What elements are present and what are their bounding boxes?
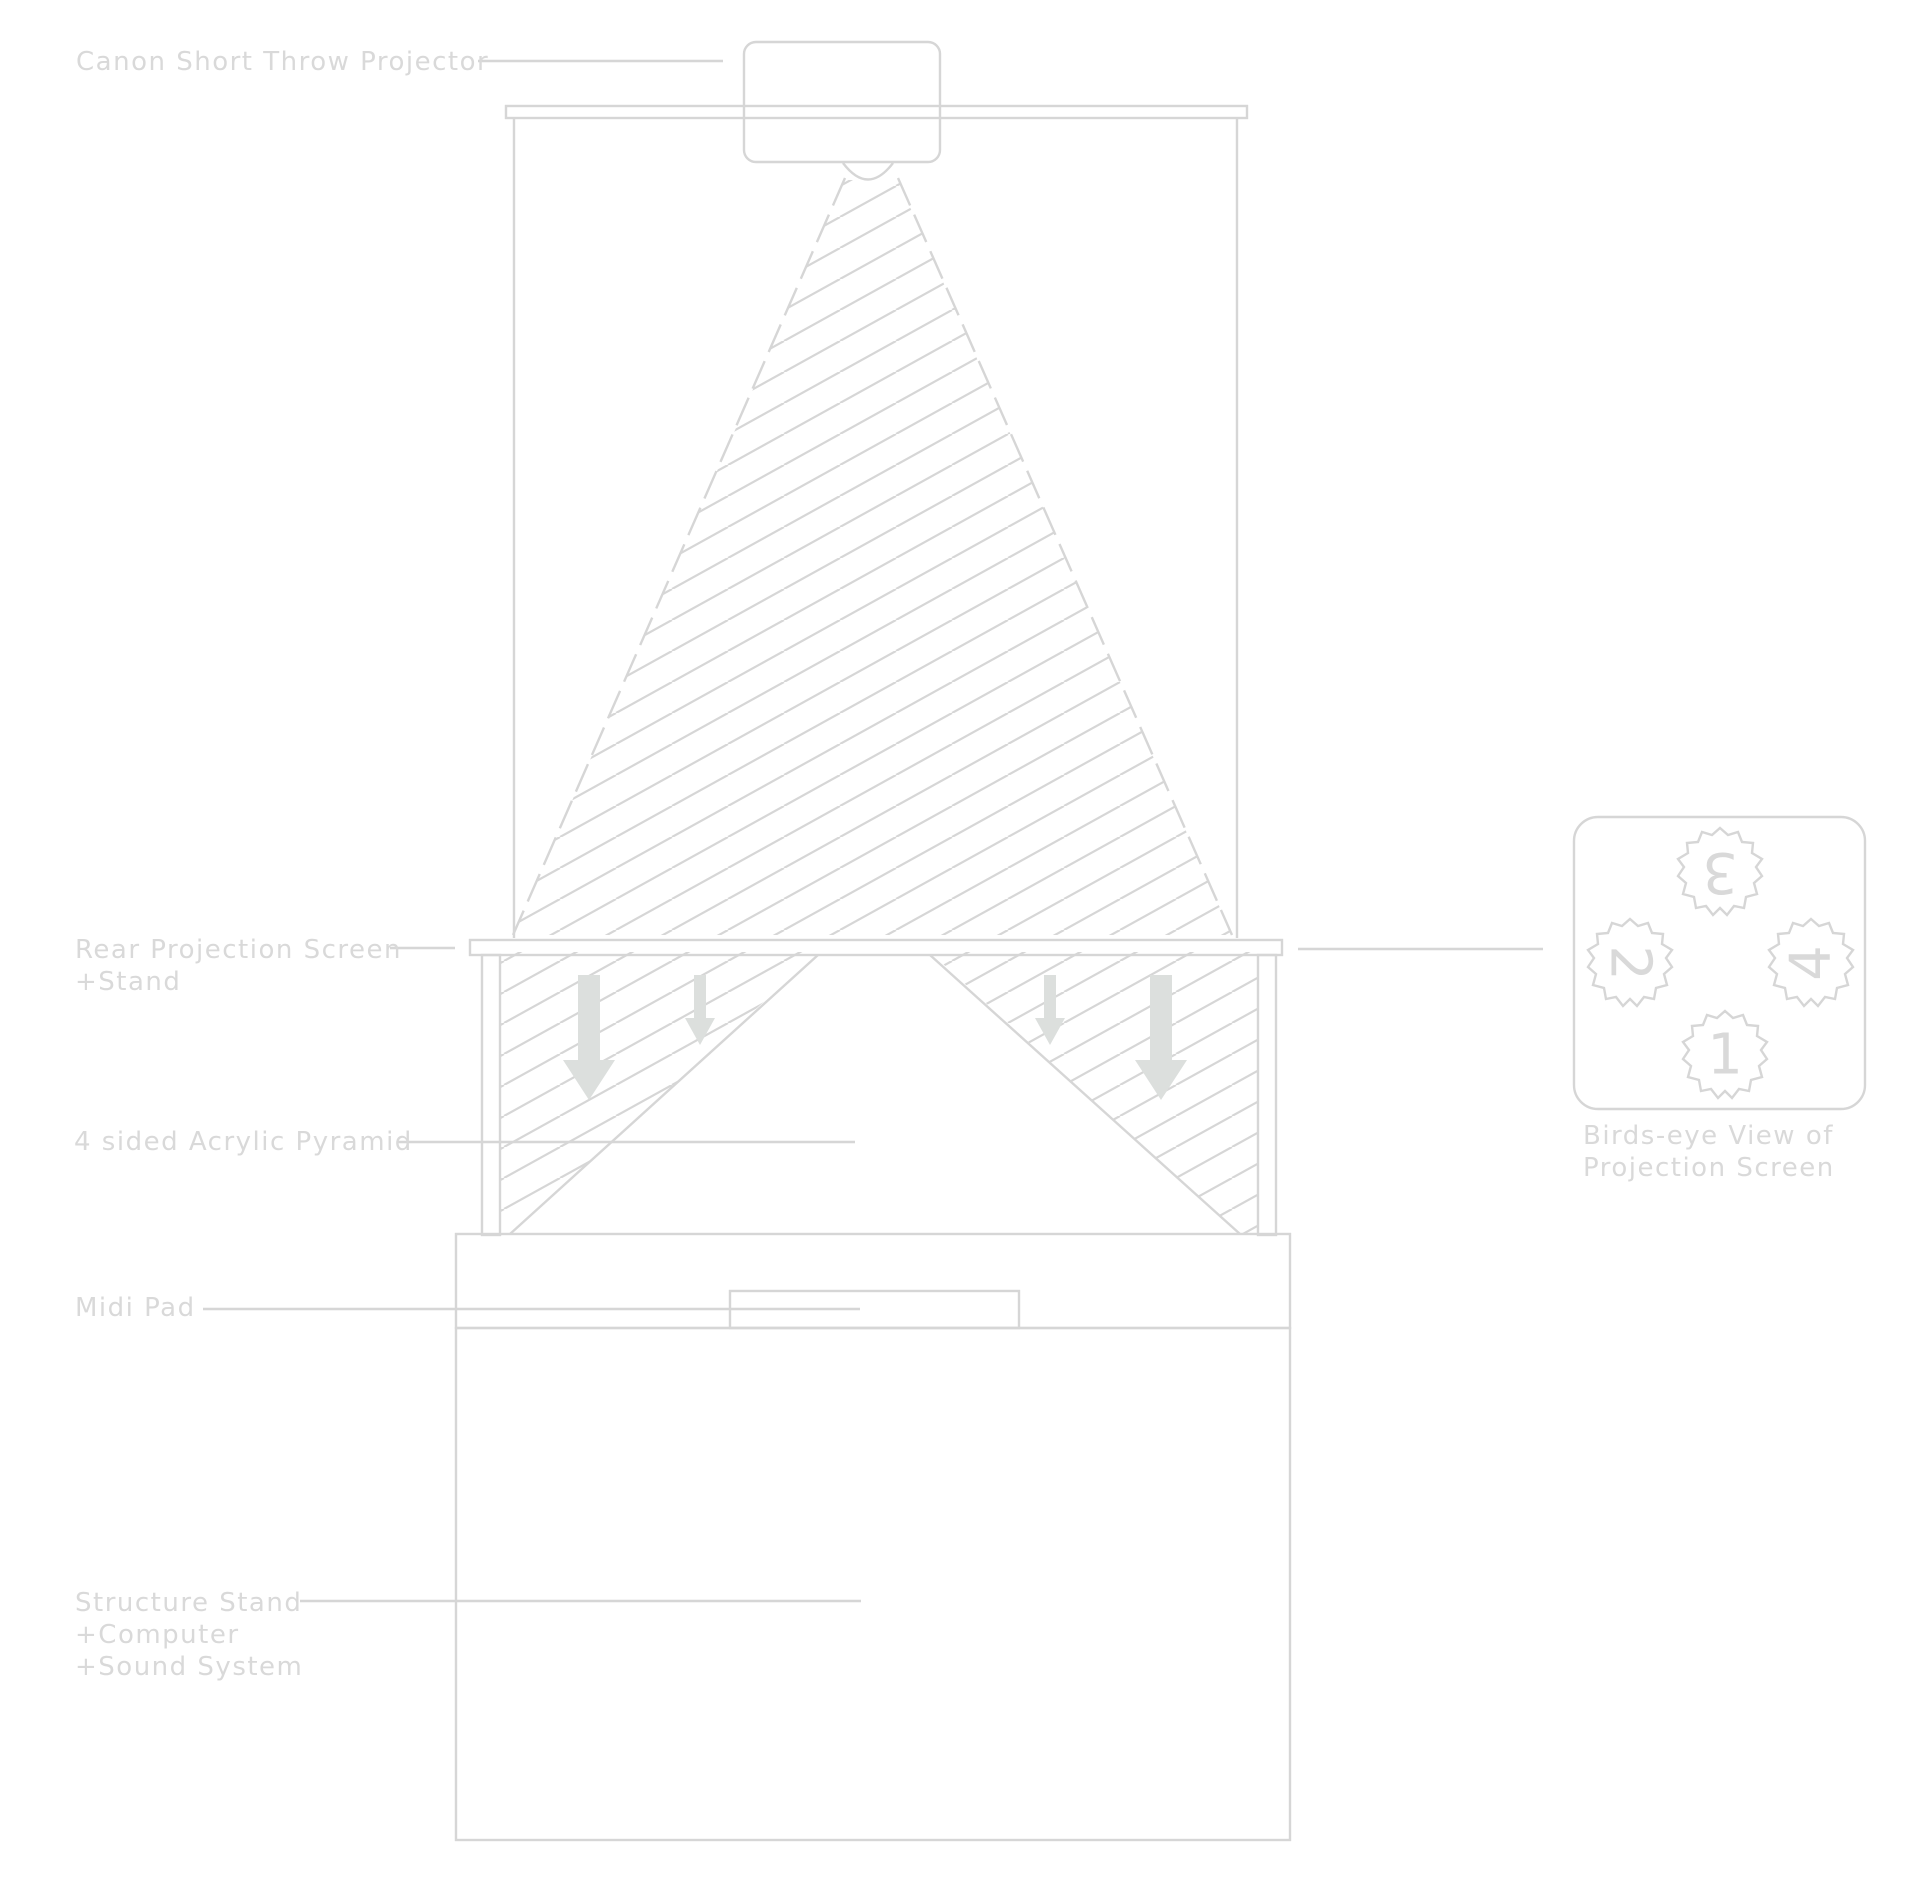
midi-pad-housing [454,1232,1292,1330]
birds-eye-position-2: 2 [1586,917,1674,1008]
position-number-3: 3 [1702,840,1738,905]
position-number-1: 1 [1707,1023,1743,1088]
projector-lens [842,162,894,181]
position-number-2: 2 [1598,945,1663,981]
rear-projection-screen [468,938,1284,957]
structure-stand [454,1326,1292,1842]
projector-body [742,40,942,164]
birds-eye-view-panel [1572,815,1867,1111]
birds-eye-view-caption: Birds-eye View of Projection Screen [1583,1120,1835,1184]
structure-stand-label: Structure Stand +Computer +Sound System [75,1587,303,1683]
pyramid-label: 4 sided Acrylic Pyramid [74,1127,413,1157]
pyramid-left-face [509,954,819,1235]
screen-label: Rear Projection Screen +Stand [75,934,402,998]
projection-beam [511,177,1234,936]
screen-stand-right-post [1256,953,1278,1237]
birds-eye-caption-line1: Birds-eye View of [1583,1121,1834,1151]
birds-eye-position-4: 4 [1767,917,1855,1008]
birds-eye-caption-line2: Projection Screen [1583,1153,1835,1183]
structure-stand-label-line2: +Computer [75,1620,240,1650]
large-arrow-down-right [1135,975,1187,1100]
screen-label-line1: Rear Projection Screen [75,935,402,965]
small-arrow-down-left [685,975,715,1045]
structure-stand-label-line3: +Sound System [75,1652,304,1682]
midi-pad-label: Midi Pad [75,1293,196,1323]
pyramid-right-face [929,954,1241,1235]
frame-top-bar [504,104,1249,120]
screen-label-line2: +Stand [75,967,182,997]
projector-label: Canon Short Throw Projector [76,47,490,77]
birds-eye-position-1: 1 [1681,1009,1769,1100]
small-arrow-down-right [1035,975,1065,1045]
screen-stand-left-post [480,953,502,1237]
position-number-4: 4 [1779,945,1844,981]
pyramid-reflection-right [930,952,1258,1235]
large-arrow-down-left [563,975,615,1100]
structure-stand-label-line1: Structure Stand [75,1588,303,1618]
birds-eye-position-3: 3 [1676,826,1764,917]
